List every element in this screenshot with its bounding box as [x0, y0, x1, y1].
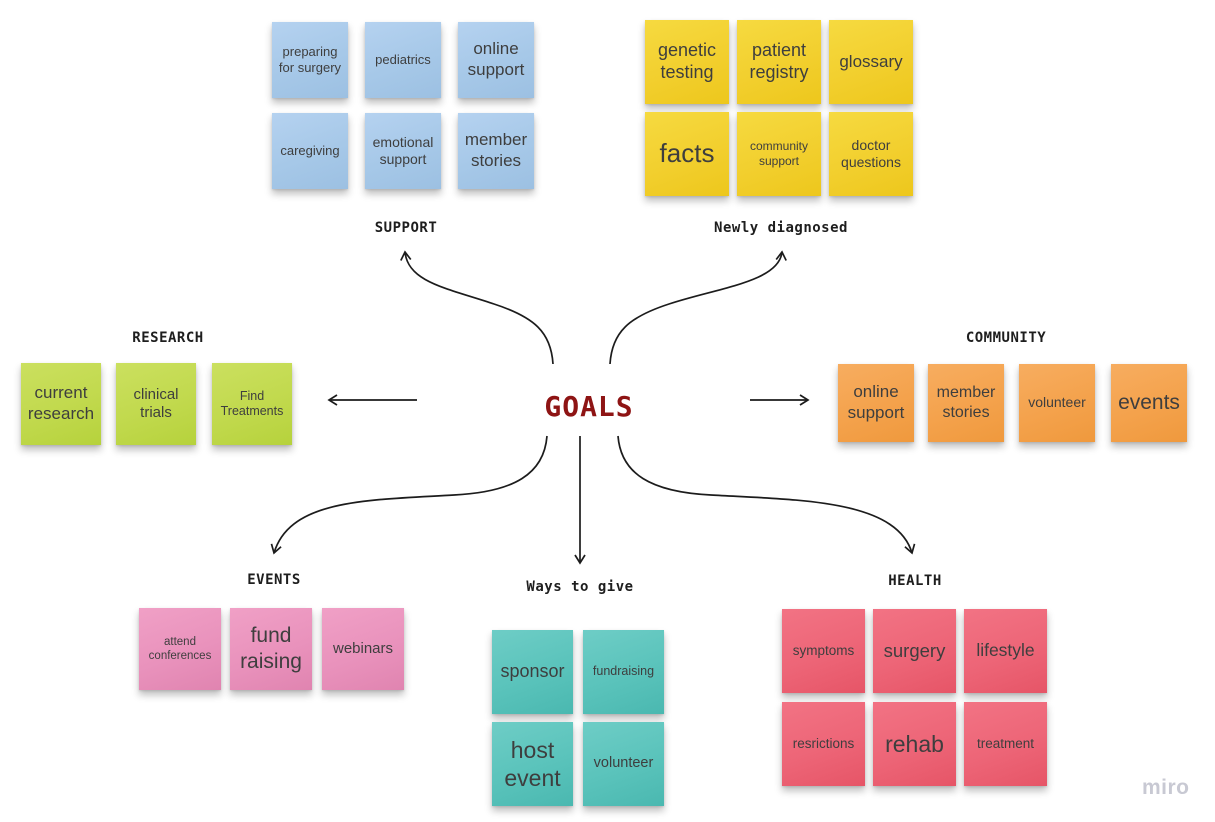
sticky-caregiving[interactable]: caregiving: [272, 113, 348, 189]
group-label-community[interactable]: COMMUNITY: [965, 330, 1047, 346]
sticky-volunteer-community[interactable]: volunteer: [1019, 364, 1095, 442]
group-label-newly-diagnosed[interactable]: Newly diagnosed: [714, 220, 848, 236]
sticky-treatment[interactable]: treatment: [964, 702, 1047, 786]
sticky-pediatrics[interactable]: pediatrics: [365, 22, 441, 98]
sticky-glossary[interactable]: glossary: [829, 20, 913, 104]
arrow-goals-to-health[interactable]: [617, 435, 916, 555]
group-label-ways-to-give[interactable]: Ways to give: [526, 579, 634, 595]
sticky-community-support[interactable]: community support: [737, 112, 821, 196]
sticky-patient-registry[interactable]: patient registry: [737, 20, 821, 104]
sticky-doctor-questions[interactable]: doctor questions: [829, 112, 913, 196]
sticky-genetic-testing[interactable]: genetic testing: [645, 20, 729, 104]
sticky-fundraising[interactable]: fundraising: [583, 630, 664, 714]
sticky-emotional-support[interactable]: emotional support: [365, 113, 441, 189]
sticky-surgery[interactable]: surgery: [873, 609, 956, 693]
sticky-volunteer-give[interactable]: volunteer: [583, 722, 664, 806]
group-label-research[interactable]: RESEARCH: [132, 330, 204, 346]
group-label-health[interactable]: HEALTH: [888, 573, 942, 589]
sticky-member-stories-community[interactable]: member stories: [928, 364, 1004, 442]
sticky-online-support[interactable]: online support: [458, 22, 534, 98]
arrow-goals-to-events[interactable]: [270, 435, 548, 555]
sticky-attend-conferences[interactable]: attend conferences: [139, 608, 221, 690]
central-topic-goals[interactable]: GOALS: [544, 390, 634, 423]
sticky-preparing-for-surgery[interactable]: preparing for surgery: [272, 22, 348, 98]
sticky-rehab[interactable]: rehab: [873, 702, 956, 786]
sticky-clinical-trials[interactable]: clinical trials: [116, 363, 196, 445]
sticky-symptoms[interactable]: symptoms: [782, 609, 865, 693]
group-label-events[interactable]: EVENTS: [247, 572, 301, 588]
group-label-support[interactable]: SUPPORT: [374, 220, 438, 236]
arrow-goals-to-support[interactable]: [400, 250, 554, 365]
sticky-host-event[interactable]: host event: [492, 722, 573, 806]
arrow-goals-to-newly-diagnosed[interactable]: [609, 250, 787, 365]
sticky-sponsor[interactable]: sponsor: [492, 630, 573, 714]
sticky-fund-raising[interactable]: fund raising: [230, 608, 312, 690]
sticky-current-research[interactable]: current research: [21, 363, 101, 445]
sticky-lifestyle[interactable]: lifestyle: [964, 609, 1047, 693]
sticky-webinars[interactable]: webinars: [322, 608, 404, 690]
sticky-facts[interactable]: facts: [645, 112, 729, 196]
sticky-member-stories[interactable]: member stories: [458, 113, 534, 189]
sticky-events-community[interactable]: events: [1111, 364, 1187, 442]
miro-logo-watermark: miro: [1142, 776, 1190, 799]
sticky-online-support-community[interactable]: online support: [838, 364, 914, 442]
sticky-resrictions[interactable]: resrictions: [782, 702, 865, 786]
sticky-find-treatments[interactable]: Find Treatments: [212, 363, 292, 445]
